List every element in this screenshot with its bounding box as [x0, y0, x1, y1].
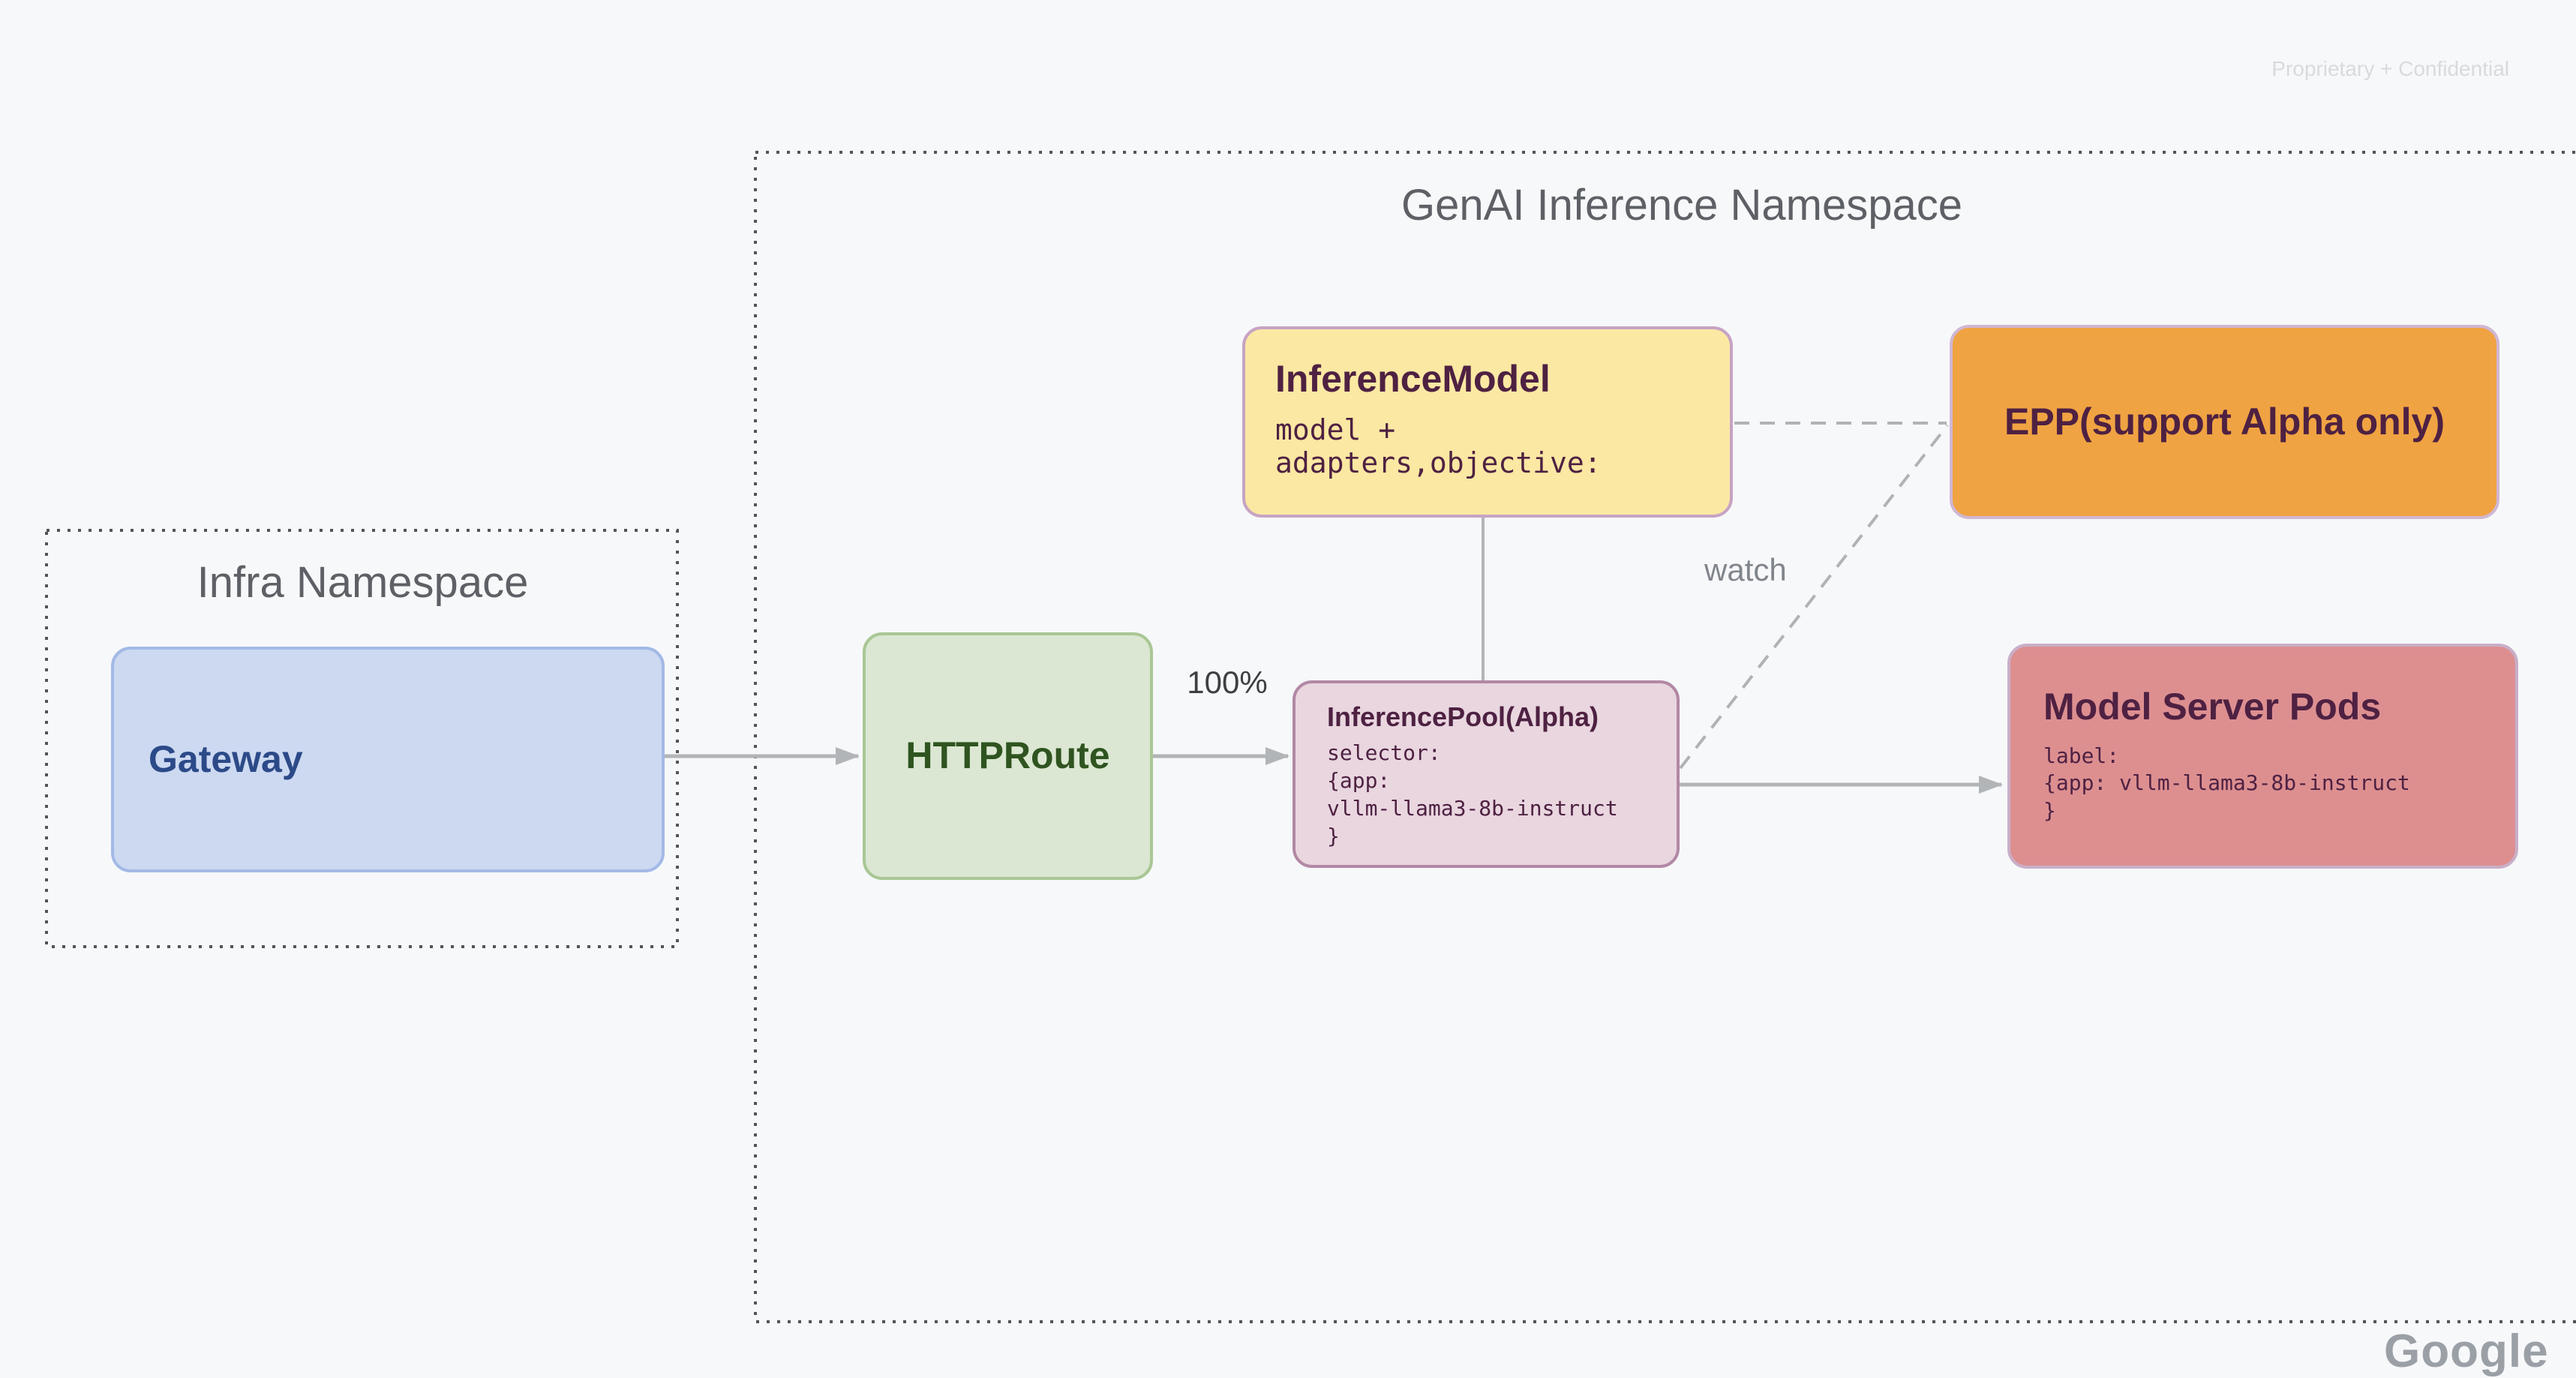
infra-namespace-title: Infra Namespace — [197, 558, 529, 607]
proprietary-watermark: Proprietary + Confidential — [2271, 57, 2509, 80]
gateway-node: Gateway — [111, 647, 665, 872]
watch-label: watch — [1704, 552, 1787, 587]
epp-node: EPP(support Alpha only) — [1950, 325, 2499, 519]
inference-pool-node: InferencePool(Alpha) selector: {app: vll… — [1293, 680, 1680, 868]
traffic-split-label: 100% — [1187, 665, 1268, 700]
inference-model-body: model + adapters,objective: — [1275, 413, 1602, 479]
google-logo: Google — [2384, 1325, 2549, 1377]
httproute-node: HTTPRoute — [863, 632, 1153, 880]
epp-title: EPP(support Alpha only) — [2004, 400, 2445, 443]
inference-model-node: InferenceModel model + adapters,objectiv… — [1242, 326, 1733, 518]
slide-canvas: { "watermark": "Proprietary + Confidenti… — [45, 57, 2576, 1377]
httproute-title: HTTPRoute — [905, 734, 1110, 777]
inference-pool-body: selector: {app: vllm-llama3-8b-instruct … — [1327, 740, 1618, 849]
inference-pool-title: InferencePool(Alpha) — [1327, 701, 1599, 732]
genai-namespace-title: GenAI Inference Namespace — [1401, 181, 1962, 230]
inference-model-title: InferenceModel — [1275, 358, 1551, 400]
model-server-pods-node: Model Server Pods label: {app: vllm-llam… — [2007, 644, 2518, 869]
model-server-pods-body: label: {app: vllm-llama3-8b-instruct } — [2043, 743, 2410, 824]
model-server-pods-title: Model Server Pods — [2043, 686, 2382, 728]
gateway-title: Gateway — [149, 737, 303, 780]
